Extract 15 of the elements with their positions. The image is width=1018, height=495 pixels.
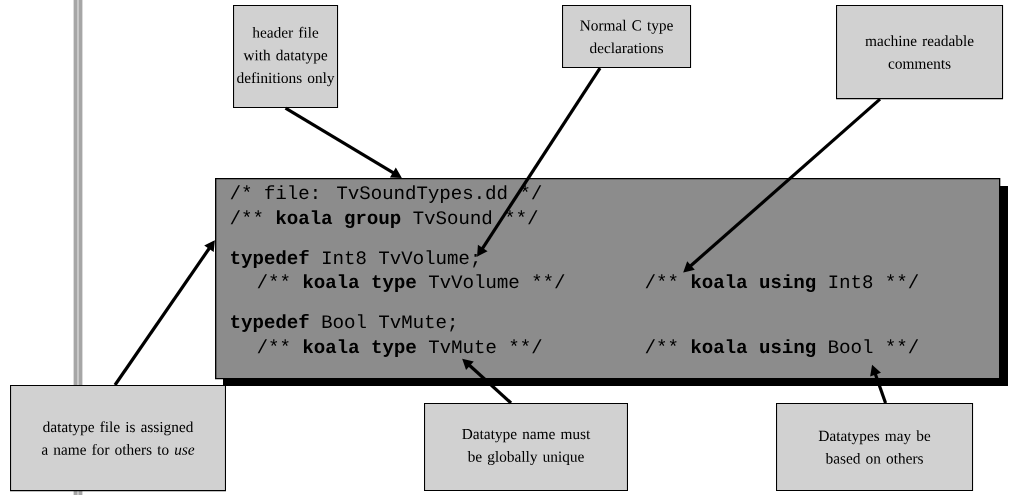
code-line: /** koala using Bool **/ bbox=[645, 339, 919, 358]
callout-box: datatype file is assigned a name for others to use bbox=[10, 385, 226, 492]
code-line: /** koala type TvMute **/ bbox=[257, 339, 542, 357]
callout-box: Normal C type declarations bbox=[562, 5, 692, 69]
code-line: typedef Int8 TvVolume; bbox=[231, 249, 478, 268]
callout-box: header file with datatype definitions only bbox=[233, 5, 339, 109]
callout-box: Datatypes may be based on others bbox=[776, 403, 974, 491]
code-box bbox=[215, 178, 1008, 386]
code-line: /** koala group TvSound **/ bbox=[230, 210, 538, 229]
callout-box: machine readable comments bbox=[836, 5, 1004, 100]
callout-box: Datatype name must be globally unique bbox=[424, 403, 628, 491]
code-line: /* file: TvSoundTypes.dd */ bbox=[230, 185, 542, 203]
code-line: /** koala type TvVolume **/ bbox=[257, 274, 565, 292]
code-line: /** koala using Int8 **/ bbox=[645, 274, 919, 293]
code-line: typedef Bool TvMute; bbox=[231, 313, 455, 332]
